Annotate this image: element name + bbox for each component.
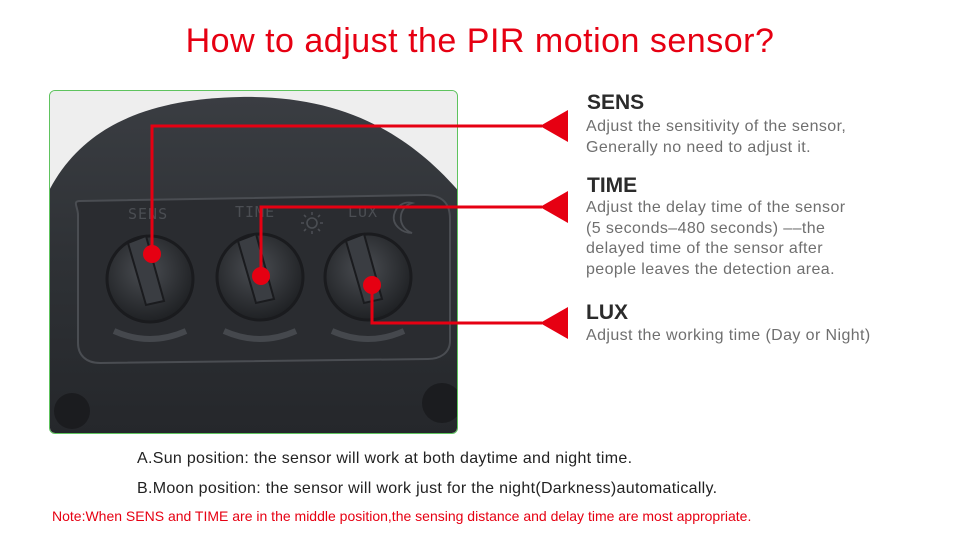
knob-label-time: TIME: [235, 203, 275, 221]
sens-description: Adjust the sensitivity of the sensor, Ge…: [586, 118, 847, 156]
sensor-photo: SENS TIME LUX: [49, 90, 458, 434]
sun-position-text: A.Sun position: the sensor will work at …: [137, 450, 633, 467]
arrow-sens: [540, 110, 568, 142]
arrow-time: [540, 191, 568, 223]
time-description: Adjust the delay time of the sensor (5 s…: [586, 199, 846, 278]
sens-heading: SENS: [587, 91, 645, 114]
lux-heading: LUX: [586, 301, 628, 324]
page-title: How to adjust the PIR motion sensor?: [185, 22, 775, 60]
arrow-lux: [540, 307, 568, 339]
sensor-illustration: SENS TIME LUX: [50, 91, 457, 433]
note-text: Note:When SENS and TIME are in the middl…: [52, 508, 752, 524]
knob-sens[interactable]: [105, 234, 195, 342]
time-heading: TIME: [587, 174, 638, 197]
moon-position-text: B.Moon position: the sensor will work ju…: [137, 480, 718, 497]
knob-label-lux: LUX: [348, 203, 378, 221]
knob-label-sens: SENS: [128, 205, 168, 223]
lux-description: Adjust the working time (Day or Night): [586, 327, 871, 344]
